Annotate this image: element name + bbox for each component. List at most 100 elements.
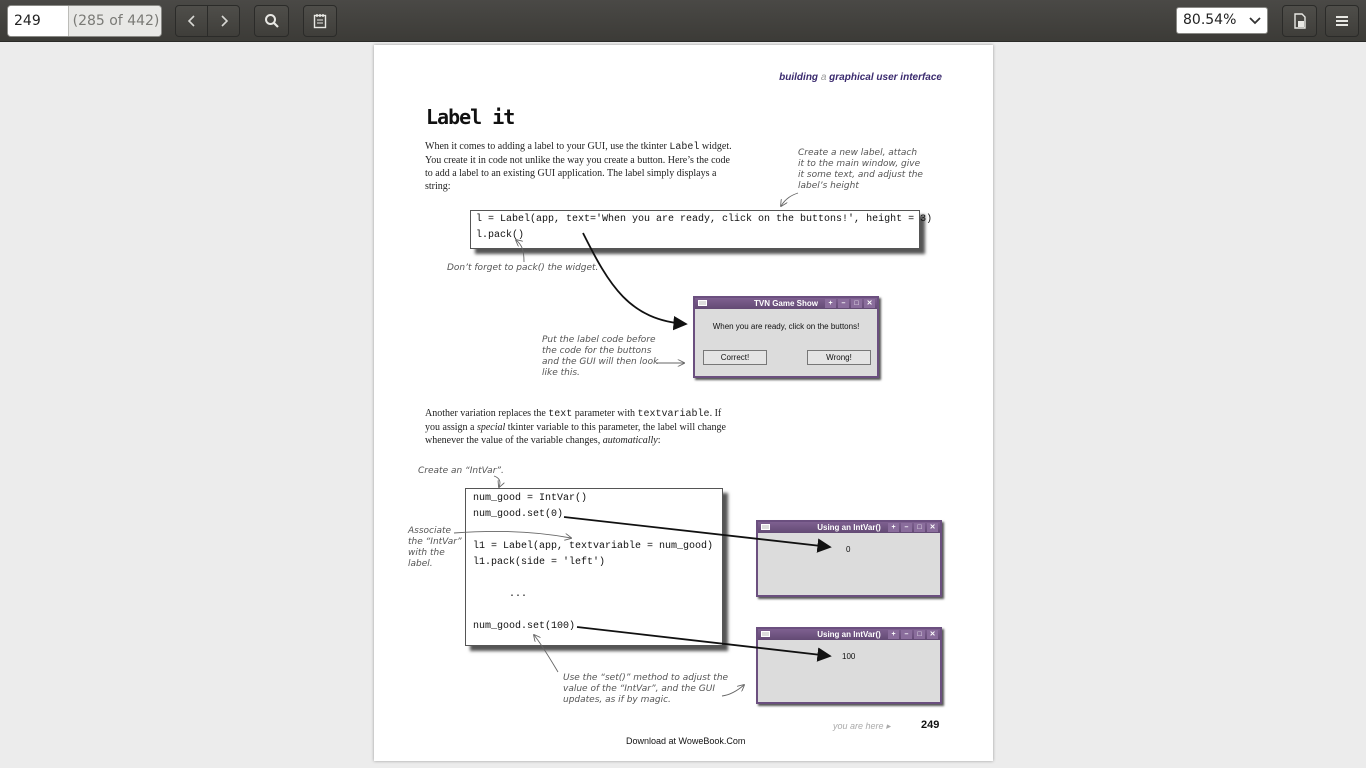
header-text-a: a (820, 72, 827, 83)
code-line: num_good = IntVar() (473, 493, 588, 504)
arrow-set-note (534, 635, 559, 673)
code-line: l.pack() (476, 230, 525, 241)
window-controls: + – □ ✕ (825, 299, 875, 308)
intvar-value: 100 (842, 652, 856, 661)
note-line: with the (408, 548, 445, 558)
zoom-value: 80.54% (1183, 12, 1237, 28)
code-line: num_good.set(0) (473, 509, 564, 520)
wrong-button: Wrong! (807, 350, 871, 365)
arrow-associate (453, 530, 571, 538)
toolbar: (285 of 442) 80.54% (0, 0, 1366, 42)
page-navigation (175, 5, 240, 37)
window-close-icon: ✕ (927, 523, 938, 532)
note-intvar: Create an “IntVar”. (418, 466, 504, 476)
code-block-label: l = Label(app, text='When you are ready,… (470, 210, 932, 249)
para2-code: textvariable (637, 409, 710, 420)
arrow-code-to-window (582, 232, 688, 331)
window-title: Using an IntVar() (817, 523, 881, 532)
para2-text: Another variation replaces the (425, 408, 549, 419)
para2-italic: automatically (602, 435, 658, 446)
header-text-2: graphical user interface (829, 72, 942, 83)
window-minimize-icon: – (838, 299, 849, 308)
window-icon (761, 524, 770, 530)
para1-line1-end: widget. (699, 141, 732, 152)
download-credit: Download at WoweBook.Com (626, 736, 746, 746)
page-number: 249 (921, 719, 940, 731)
intvar-window-0: Using an IntVar() + – □ ✕ 0 (756, 520, 942, 597)
code-line: l1 = Label(app, textvariable = num_good) (473, 541, 714, 552)
chevron-down-icon (1249, 17, 1261, 25)
search-button[interactable] (254, 5, 289, 37)
page-number-input[interactable] (8, 6, 68, 36)
note-line: Put the label code before (542, 335, 656, 345)
zoom-select[interactable]: 80.54% (1176, 7, 1268, 34)
window-maximize-icon: □ (914, 523, 925, 532)
note-line: it some text, and adjust the (798, 170, 923, 180)
note-create-label: Create a new label, attach it to the mai… (798, 148, 938, 192)
para1-line1: When it comes to adding a label to your … (425, 141, 670, 152)
para2-text: . If (709, 408, 722, 419)
window-controls: + – □ ✕ (888, 523, 938, 532)
para2-text: parameter with (572, 408, 638, 419)
para2-text: whenever the value of the variable chang… (425, 435, 603, 446)
document-page: building a graphical user interface Labe… (374, 45, 993, 761)
code-line: l1.pack(side = 'left') (473, 557, 606, 568)
para1-line2: You create it in code not unlike the way… (425, 155, 730, 166)
arrow-set100 (576, 626, 832, 662)
notepad-icon (313, 14, 327, 29)
next-page-button[interactable] (207, 6, 239, 36)
chevron-left-icon (187, 15, 195, 27)
para1-code: Label (669, 142, 700, 153)
search-icon (264, 14, 279, 28)
annotations-button[interactable] (303, 5, 337, 37)
window-close-icon: ✕ (927, 630, 938, 639)
chevron-right-icon (221, 15, 228, 27)
para1-line3: to add a label to an existing GUI applic… (425, 168, 717, 179)
previous-page-button[interactable] (176, 6, 207, 36)
code-line: num_good.set(100) (473, 621, 576, 632)
note-line: Use the “set()” method to adjust the (563, 673, 729, 683)
para2-italic: special (476, 422, 506, 433)
annotation-arrows (453, 192, 832, 697)
page-title: Label it (426, 105, 515, 129)
window-plus-icon: + (888, 523, 899, 532)
window-titlebar: Using an IntVar() + – □ ✕ (758, 629, 940, 640)
window-minimize-icon: – (901, 630, 912, 639)
window-icon (761, 631, 770, 637)
variation-paragraph: Another variation replaces the text para… (425, 407, 765, 447)
arrow-note-to-code (781, 192, 799, 206)
para2-text: tkinter variable to this parameter, the … (505, 422, 726, 433)
window-maximize-icon: □ (851, 299, 862, 308)
window-title: TVN Game Show (753, 299, 818, 308)
arrow-magic (721, 685, 744, 697)
note-line: Create a new label, attach (798, 148, 918, 158)
window-close-icon: ✕ (864, 299, 875, 308)
para2-text: : (657, 435, 661, 446)
intro-paragraph: When it comes to adding a label to your … (425, 140, 765, 193)
note-line: updates, as if by magic. (563, 695, 671, 705)
tvn-game-show-window: TVN Game Show + – □ ✕ When you are ready… (693, 296, 879, 378)
document-properties-button[interactable] (1282, 5, 1317, 37)
arrow-pack (516, 240, 525, 263)
note-label-code: Put the label code before the code for t… (542, 335, 672, 379)
window-minimize-icon: – (901, 523, 912, 532)
window-message: When you are ready, click on the buttons… (712, 322, 860, 331)
note-line: and the GUI will then look (542, 357, 659, 367)
footer-you-are-here: you are here ▸ (833, 721, 891, 731)
window-plus-icon: + (825, 299, 836, 308)
note-set-method: Use the “set()” method to adjust the val… (563, 673, 743, 706)
hamburger-menu-icon (1336, 16, 1348, 26)
document-properties-icon (1293, 13, 1306, 29)
note-line: Associate (408, 526, 452, 536)
main-menu-button[interactable] (1325, 5, 1359, 37)
note-line: the “IntVar” (408, 537, 462, 547)
note-associate: Associate the “IntVar” with the label. (408, 526, 468, 570)
window-titlebar: TVN Game Show + – □ ✕ (695, 298, 877, 309)
running-header: building a graphical user interface (674, 72, 942, 83)
code-line: ... (473, 589, 528, 600)
page-count-label: (285 of 442) (68, 6, 161, 36)
arrow-set0 (563, 516, 832, 553)
note-line: like this. (542, 368, 580, 378)
window-plus-icon: + (888, 630, 899, 639)
intvar-value: 0 (846, 545, 851, 554)
